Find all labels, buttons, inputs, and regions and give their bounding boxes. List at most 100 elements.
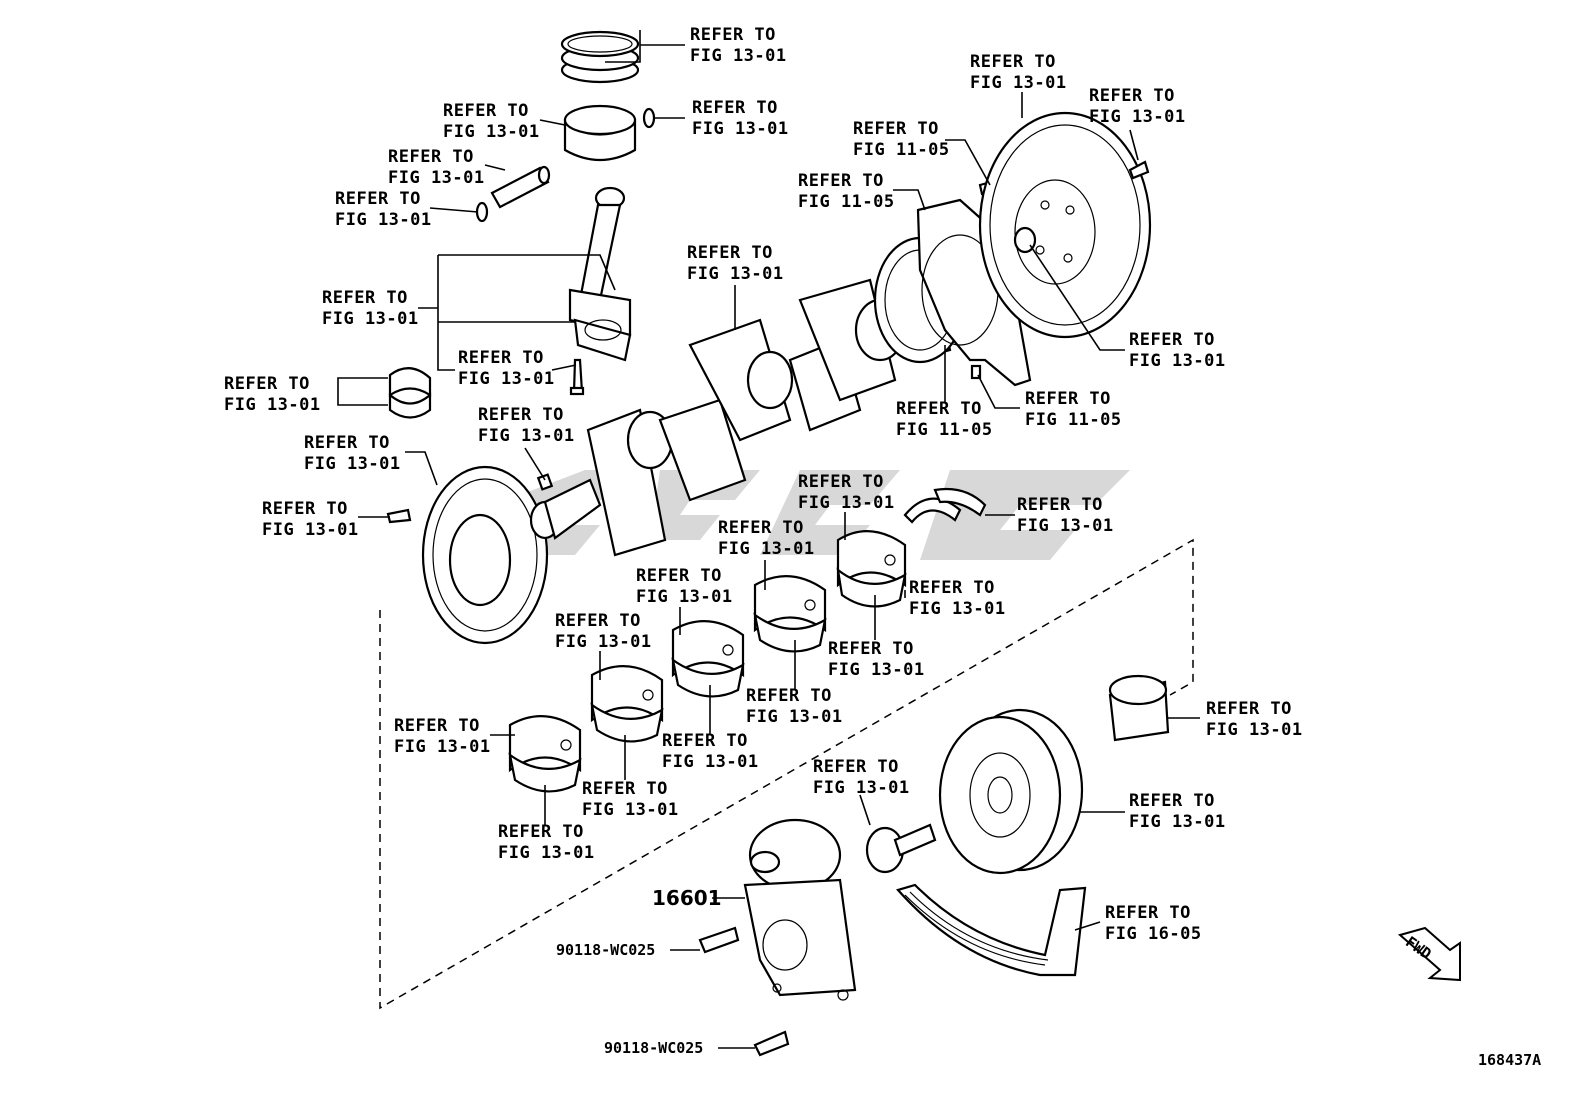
- callout-snap-ring-left-l2[interactable]: FIG 13-01: [335, 210, 432, 230]
- callout-mb5-lower-l1[interactable]: REFER TO: [828, 639, 914, 659]
- piston-part[interactable]: [563, 104, 637, 161]
- v-ribbed-belt-part[interactable]: [896, 883, 1087, 977]
- callout-mb1-lower-l1[interactable]: REFER TO: [498, 822, 584, 842]
- callout-mb5-upper-l2[interactable]: FIG 13-01: [798, 493, 895, 513]
- callout-mb2-lower-l1[interactable]: REFER TO: [582, 779, 668, 799]
- crank-pulley-bolt-part[interactable]: [865, 823, 937, 874]
- callout-belt-l1[interactable]: REFER TO: [1105, 903, 1191, 923]
- main-bearing-3[interactable]: [671, 620, 745, 698]
- main-bearing-1[interactable]: [508, 715, 582, 793]
- callout-timing-rotor-l1[interactable]: REFER TO: [304, 433, 390, 453]
- callout-mb4-lower-l1[interactable]: REFER TO: [746, 686, 832, 706]
- callout-rear-oil-seal-l1[interactable]: REFER TO: [896, 399, 982, 419]
- callout-retainer-bolt-l1[interactable]: REFER TO: [853, 119, 939, 139]
- crank-gear-part[interactable]: [1108, 674, 1170, 742]
- callout-crank-gear-l1[interactable]: REFER TO: [1206, 699, 1292, 719]
- callout-rod-bearing-l2[interactable]: FIG 13-01: [224, 395, 321, 415]
- callout-mb3-upper-l1[interactable]: REFER TO: [636, 566, 722, 586]
- callout-crankshaft-l1[interactable]: REFER TO: [687, 243, 773, 263]
- crank-key-part[interactable]: [536, 473, 554, 491]
- flywheel-part[interactable]: [978, 111, 1152, 339]
- callout-mb3-lower-l1[interactable]: REFER TO: [662, 731, 748, 751]
- flywheel-bolt-part[interactable]: [1128, 160, 1150, 180]
- callout-snap-ring-top-l1[interactable]: REFER TO: [692, 98, 778, 118]
- dowel-pin-part[interactable]: [970, 364, 982, 380]
- callout-mb1-lower-l2[interactable]: FIG 13-01: [498, 843, 595, 863]
- callout-piston-l2[interactable]: FIG 13-01: [443, 122, 540, 142]
- snap-ring-left-part[interactable]: [475, 201, 489, 223]
- callout-rod-bolt-l2[interactable]: FIG 13-01: [458, 369, 555, 389]
- callout-mb2-upper-l2[interactable]: FIG 13-01: [555, 632, 652, 652]
- bolt-90118-a-part[interactable]: [698, 926, 740, 954]
- callout-thrust-washer-l1[interactable]: REFER TO: [1017, 495, 1103, 515]
- piston-rings-part[interactable]: [560, 30, 640, 84]
- tensioner-16601-part[interactable]: [743, 818, 857, 1001]
- callout-thrust-washer-l2[interactable]: FIG 13-01: [1017, 516, 1114, 536]
- callout-crank-key-l1[interactable]: REFER TO: [478, 405, 564, 425]
- callout-piston-rings-l2[interactable]: FIG 13-01: [690, 46, 787, 66]
- callout-mb1-upper-l1[interactable]: REFER TO: [394, 716, 480, 736]
- callout-crank-gear-l2[interactable]: FIG 13-01: [1206, 720, 1303, 740]
- crank-pulley-part[interactable]: [938, 708, 1084, 875]
- part-number-tensioner[interactable]: 16601: [652, 886, 722, 910]
- callout-retainer-l1[interactable]: REFER TO: [798, 171, 884, 191]
- callout-rod-bolt-l1[interactable]: REFER TO: [458, 348, 544, 368]
- thrust-washer-part[interactable]: [903, 487, 987, 524]
- rod-bolt-part[interactable]: [569, 358, 585, 396]
- part-number-bolt-b[interactable]: 90118-WC025: [604, 1039, 703, 1057]
- part-number-bolt-a[interactable]: 90118-WC025: [556, 941, 655, 959]
- rod-bearing-part[interactable]: [388, 367, 432, 419]
- callout-snap-ring-top-l2[interactable]: FIG 13-01: [692, 119, 789, 139]
- piston-pin-part[interactable]: [490, 165, 551, 209]
- bolt-90118-b-part[interactable]: [753, 1030, 790, 1057]
- callout-mb5-upper-l1[interactable]: REFER TO: [798, 472, 884, 492]
- callout-crank-pulley-l2[interactable]: FIG 13-01: [1129, 812, 1226, 832]
- callout-flywheel-bolt-l2[interactable]: FIG 13-01: [1089, 107, 1186, 127]
- callout-flywheel-l2[interactable]: FIG 13-01: [970, 73, 1067, 93]
- callout-piston-l1[interactable]: REFER TO: [443, 101, 529, 121]
- callout-mb4-upper-l1[interactable]: REFER TO: [718, 518, 804, 538]
- callout-snap-ring-left-l1[interactable]: REFER TO: [335, 189, 421, 209]
- callout-connecting-rod-l1[interactable]: REFER TO: [322, 288, 408, 308]
- callout-pulley-bolt-l1[interactable]: REFER TO: [813, 757, 899, 777]
- callout-belt-l2[interactable]: FIG 16-05: [1105, 924, 1202, 944]
- main-bearing-2[interactable]: [590, 665, 664, 743]
- callout-rotor-bolt-l2[interactable]: FIG 13-01: [262, 520, 359, 540]
- callout-dowel-pin-l1[interactable]: REFER TO: [1025, 389, 1111, 409]
- timing-rotor-part[interactable]: [421, 465, 549, 645]
- callout-mb2-upper-l1[interactable]: REFER TO: [555, 611, 641, 631]
- callout-pulley-bolt-l2[interactable]: FIG 13-01: [813, 778, 910, 798]
- callout-mb3-lower-l2[interactable]: FIG 13-01: [662, 752, 759, 772]
- callout-mb4-lower-l2[interactable]: FIG 13-01: [746, 707, 843, 727]
- callout-retainer-bolt-l2[interactable]: FIG 11-05: [853, 140, 950, 160]
- main-bearing-4[interactable]: [753, 575, 827, 653]
- callout-piston-pin-l2[interactable]: FIG 13-01: [388, 168, 485, 188]
- callout-connecting-rod-l2[interactable]: FIG 13-01: [322, 309, 419, 329]
- callout-retainer-l2[interactable]: FIG 11-05: [798, 192, 895, 212]
- callout-flywheel-bolt-l1[interactable]: REFER TO: [1089, 86, 1175, 106]
- callout-rotor-bolt-l1[interactable]: REFER TO: [262, 499, 348, 519]
- callout-timing-rotor-l2[interactable]: FIG 13-01: [304, 454, 401, 474]
- connecting-rod-part[interactable]: [568, 186, 632, 362]
- snap-ring-top-part[interactable]: [642, 107, 656, 129]
- callout-mb3-upper-l2[interactable]: FIG 13-01: [636, 587, 733, 607]
- callout-rod-bearing-l1[interactable]: REFER TO: [224, 374, 310, 394]
- callout-flywheel-spacer-l1[interactable]: REFER TO: [1129, 330, 1215, 350]
- callout-flywheel-l1[interactable]: REFER TO: [970, 52, 1056, 72]
- callout-dowel-pin-l2[interactable]: FIG 11-05: [1025, 410, 1122, 430]
- callout-mb4-upper-l2[interactable]: FIG 13-01: [718, 539, 815, 559]
- callout-crankshaft-l2[interactable]: FIG 13-01: [687, 264, 784, 284]
- callout-crank-pulley-l1[interactable]: REFER TO: [1129, 791, 1215, 811]
- callout-piston-rings-l1[interactable]: REFER TO: [690, 25, 776, 45]
- callout-flywheel-spacer-l2[interactable]: FIG 13-01: [1129, 351, 1226, 371]
- callout-mb5-side-l2[interactable]: FIG 13-01: [909, 599, 1006, 619]
- callout-mb2-lower-l2[interactable]: FIG 13-01: [582, 800, 679, 820]
- main-bearing-5[interactable]: [836, 530, 907, 608]
- callout-rear-oil-seal-l2[interactable]: FIG 11-05: [896, 420, 993, 440]
- rotor-bolt-part[interactable]: [386, 508, 412, 524]
- callout-mb5-lower-l2[interactable]: FIG 13-01: [828, 660, 925, 680]
- callout-crank-key-l2[interactable]: FIG 13-01: [478, 426, 575, 446]
- callout-mb1-upper-l2[interactable]: FIG 13-01: [394, 737, 491, 757]
- callout-piston-pin-l1[interactable]: REFER TO: [388, 147, 474, 167]
- callout-mb5-side-l1[interactable]: REFER TO: [909, 578, 995, 598]
